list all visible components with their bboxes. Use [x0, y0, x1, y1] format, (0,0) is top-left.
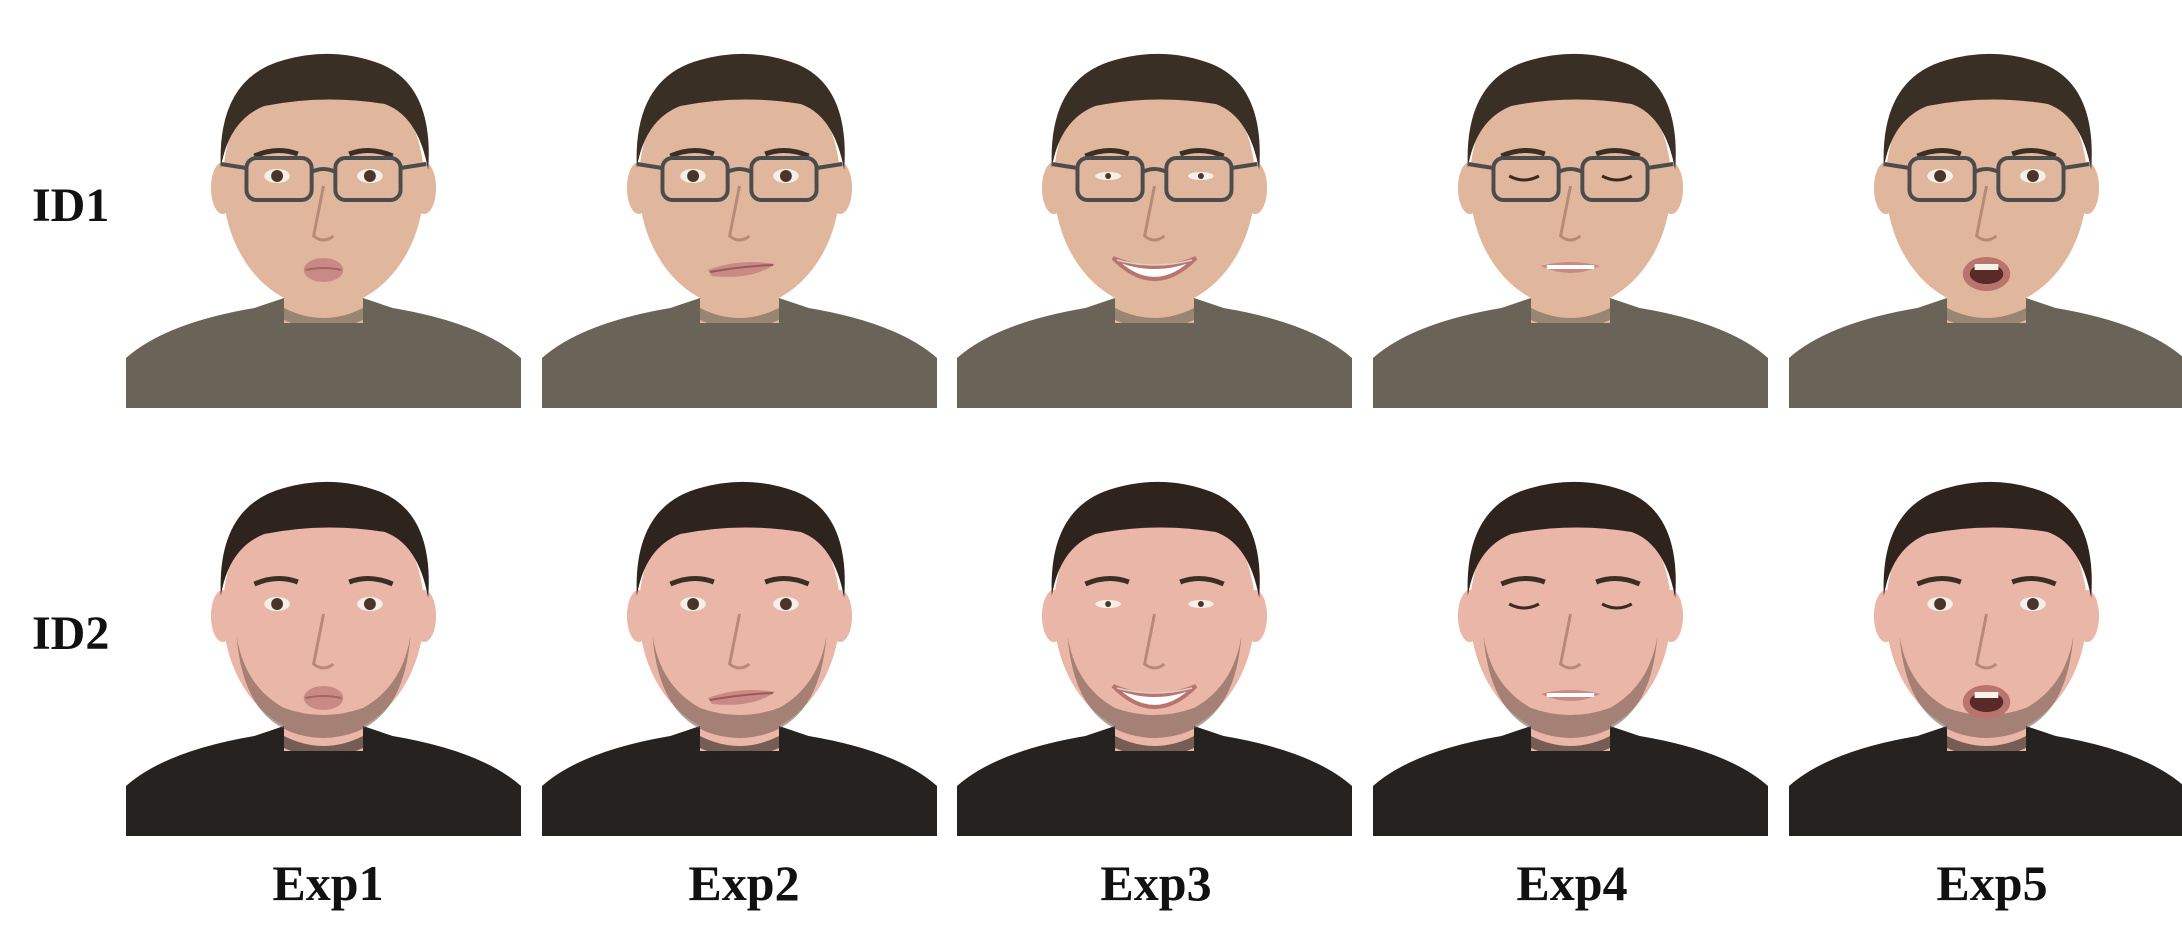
shirt: [957, 726, 1352, 836]
portrait-id2-exp5: [1789, 436, 2182, 836]
hair: [220, 481, 429, 598]
hair: [636, 53, 845, 170]
hair: [220, 53, 429, 170]
shirt: [1373, 298, 1768, 408]
column-label-exp1: Exp1: [272, 855, 384, 911]
hair: [1467, 481, 1676, 598]
column-label-exp3: Exp3: [1100, 855, 1212, 911]
hair: [1467, 53, 1676, 170]
hair: [636, 481, 845, 598]
portrait-id1-exp5: [1789, 8, 2182, 408]
face: [1053, 486, 1256, 736]
shirt: [957, 298, 1352, 408]
column-label-exp5: Exp5: [1936, 855, 2048, 911]
face: [222, 58, 425, 308]
portrait-id1-exp4: [1373, 8, 1768, 408]
portrait-id2-exp3: [957, 436, 1352, 836]
shirt: [1789, 726, 2182, 836]
shirt: [1789, 298, 2182, 408]
column-label-exp2: Exp2: [688, 855, 800, 911]
shirt: [126, 298, 521, 408]
portrait-id1-exp1: [126, 8, 521, 408]
face: [222, 486, 425, 736]
hair: [1883, 481, 2092, 598]
face: [1469, 58, 1672, 308]
portrait-id2-exp4: [1373, 436, 1768, 836]
portrait-id2-exp1: [126, 436, 521, 836]
row-label-id2: ID2: [32, 607, 110, 660]
shirt: [542, 726, 937, 836]
shirt: [1373, 726, 1768, 836]
face: [638, 58, 841, 308]
portrait-id1-exp3: [957, 8, 1352, 408]
row-label-id1: ID1: [32, 179, 110, 232]
portrait-id2-exp2: [542, 436, 937, 836]
face: [1885, 58, 2088, 308]
hair: [1883, 53, 2092, 170]
face: [1053, 58, 1256, 308]
shirt: [126, 726, 521, 836]
column-label-exp4: Exp4: [1516, 855, 1628, 911]
portrait-id1-exp2: [542, 8, 937, 408]
face: [638, 486, 841, 736]
hair: [1051, 53, 1260, 170]
face: [1885, 486, 2088, 736]
shirt: [542, 298, 937, 408]
face: [1469, 486, 1672, 736]
hair: [1051, 481, 1260, 598]
